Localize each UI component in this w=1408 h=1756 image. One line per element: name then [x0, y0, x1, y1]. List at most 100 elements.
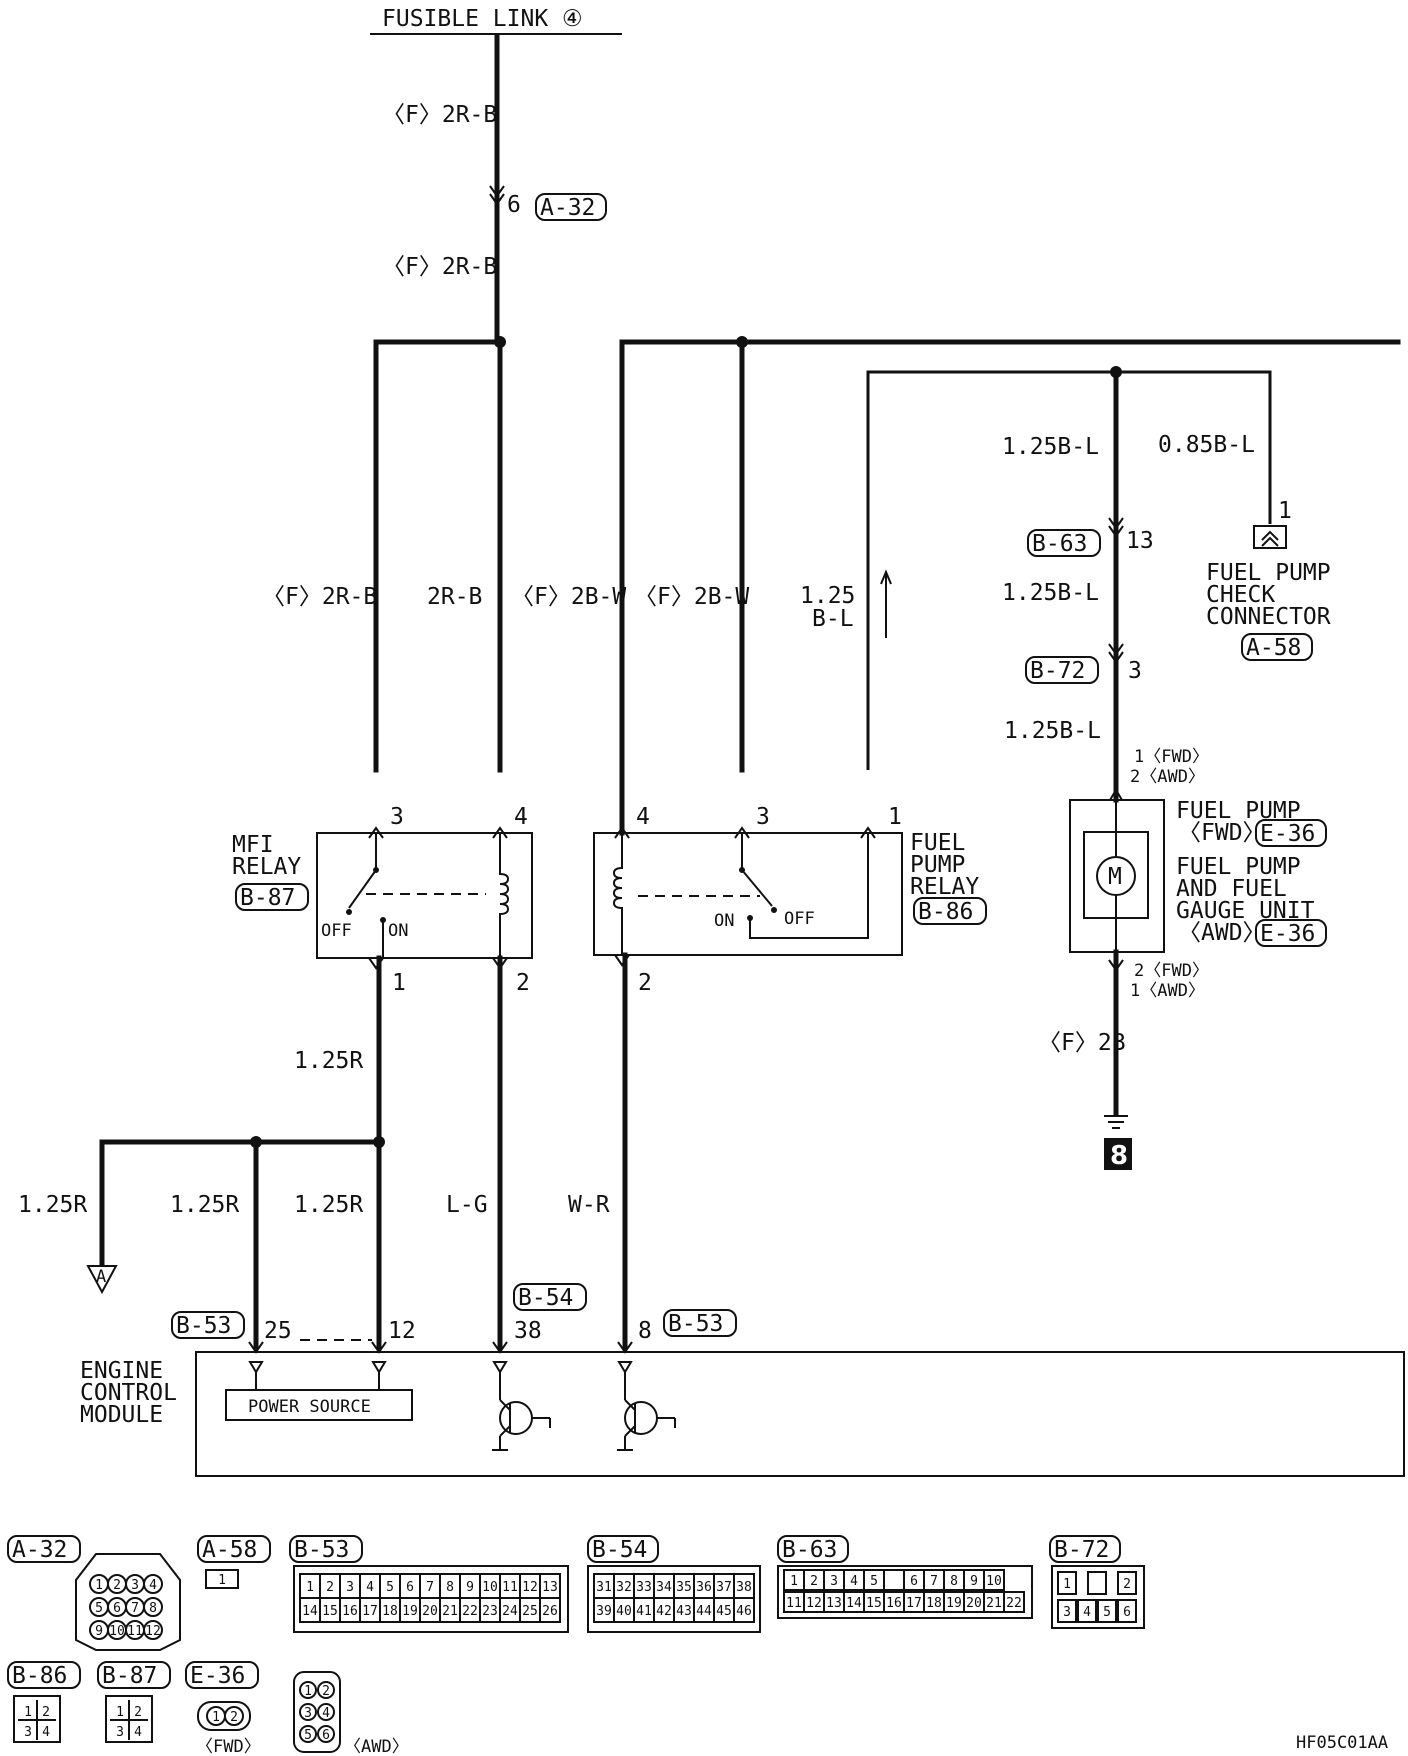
- pin-arrow: [1108, 525, 1124, 538]
- connector-b53b-box: [663, 1309, 737, 1337]
- bottom-b53-label: B-53: [294, 1537, 349, 1563]
- offpage-connector-a: [86, 1265, 118, 1295]
- bottom-b72-label: B-72: [1054, 1537, 1109, 1563]
- svg-text:33: 33: [636, 1580, 652, 1595]
- connector-b53a-box: [171, 1311, 245, 1339]
- svg-text:14: 14: [846, 1596, 862, 1611]
- connector-e36a-box: [1255, 819, 1327, 847]
- e36-awd-face: [293, 1671, 341, 1753]
- svg-text:1: 1: [116, 1705, 124, 1720]
- svg-text:3: 3: [24, 1725, 32, 1740]
- connector-b72: B-72: [1030, 658, 1085, 684]
- svg-text:20: 20: [966, 1596, 982, 1611]
- pin-pump-out-fwd: 2〈FWD〉: [1134, 961, 1209, 981]
- fpr-label-3: RELAY: [910, 874, 979, 900]
- pin-arrow: [1109, 788, 1123, 801]
- bottom-b63-label: B-63: [782, 1537, 837, 1563]
- fpr-on-lead: [749, 833, 869, 939]
- svg-text:26: 26: [542, 1604, 558, 1619]
- svg-text:38: 38: [736, 1580, 752, 1595]
- svg-text:6: 6: [1123, 1605, 1131, 1620]
- svg-text:20: 20: [422, 1604, 438, 1619]
- connector-e36b: E-36: [1260, 921, 1315, 947]
- svg-text:10: 10: [482, 1580, 498, 1595]
- connector-b53a: B-53: [176, 1313, 231, 1339]
- svg-text:7: 7: [426, 1580, 434, 1595]
- mfi-on-label: ON: [388, 921, 408, 941]
- svg-text:31: 31: [596, 1580, 612, 1595]
- ecm-terminal: [248, 1361, 264, 1374]
- connector-b87-box: [235, 883, 309, 911]
- wire-label-pump-top: 1.25B-L: [1004, 718, 1101, 744]
- junction-dot: [494, 336, 506, 348]
- svg-text:23: 23: [482, 1604, 498, 1619]
- fpr-switch-arm: [741, 869, 773, 907]
- svg-text:3: 3: [830, 1574, 838, 1589]
- svg-text:11: 11: [502, 1580, 518, 1595]
- svg-text:18: 18: [926, 1596, 942, 1611]
- bottom-b87-label: B-87: [102, 1663, 157, 1689]
- relay-switch-arm: [348, 869, 377, 909]
- connector-e36a: E-36: [1260, 821, 1315, 847]
- svg-text:3: 3: [346, 1580, 354, 1595]
- svg-text:13: 13: [826, 1596, 842, 1611]
- svg-text:1: 1: [306, 1580, 314, 1595]
- svg-text:2: 2: [134, 1705, 142, 1720]
- svg-text:12: 12: [806, 1596, 822, 1611]
- pin-mfi2: 2: [516, 970, 530, 996]
- transistor-8: [617, 1372, 676, 1451]
- connector-b72-box: [1025, 656, 1099, 684]
- svg-text:15: 15: [866, 1596, 882, 1611]
- svg-text:3: 3: [116, 1725, 124, 1740]
- wire-label-wr: W-R: [568, 1192, 610, 1218]
- svg-text:1: 1: [1063, 1577, 1071, 1592]
- pump-awd-label-2: AND FUEL: [1176, 876, 1287, 902]
- connector-b86: B-86: [918, 899, 973, 925]
- wire-label-lg: L-G: [446, 1192, 488, 1218]
- pin-b72: 3: [1128, 658, 1142, 684]
- svg-text:8: 8: [446, 1580, 454, 1595]
- svg-text:11: 11: [127, 1624, 143, 1639]
- wire-label-fpr1a: 1.25: [800, 583, 855, 609]
- pin-ecm8: 8: [638, 1318, 652, 1344]
- wire-label-check: 0.85B-L: [1158, 432, 1255, 458]
- diagram-code: HF05C01AA: [1296, 1733, 1388, 1753]
- signal-arrow-head: [880, 569, 892, 585]
- svg-text:4: 4: [850, 1574, 858, 1589]
- pin-b63: 13: [1126, 528, 1154, 554]
- svg-text:8: 8: [149, 1601, 157, 1616]
- svg-text:17: 17: [906, 1596, 922, 1611]
- pin-arrow: [489, 185, 505, 198]
- svg-text:3: 3: [1063, 1605, 1071, 1620]
- connector-a58: A-58: [1246, 635, 1301, 661]
- svg-text:43: 43: [676, 1604, 692, 1619]
- b72-pins: 1 2 3 4 5 6: [1057, 1571, 1137, 1623]
- pin-ecm25: 25: [264, 1318, 292, 1344]
- wire-label-b72-top: 1.25B-L: [1002, 580, 1099, 606]
- transistor-38: [492, 1372, 551, 1451]
- connector-a32-box: [535, 193, 607, 221]
- bottom-a32-box: [7, 1535, 81, 1563]
- ecm-terminal: [492, 1361, 508, 1374]
- ecm-label-2: CONTROL: [80, 1380, 177, 1406]
- pin-arrow: [734, 826, 750, 839]
- pump-fwd-label-2: 〈FWD〉: [1178, 820, 1266, 846]
- svg-text:2: 2: [810, 1574, 818, 1589]
- pin-check: 1: [1278, 498, 1292, 524]
- svg-text:16: 16: [886, 1596, 902, 1611]
- pump-awd-label-4: 〈AWD〉: [1178, 920, 1266, 946]
- mfi-relay-label-2: RELAY: [232, 854, 301, 880]
- svg-text:5: 5: [870, 1574, 878, 1589]
- relay-contact-off: [346, 909, 352, 915]
- svg-text:2: 2: [322, 1684, 330, 1699]
- connector-b63-box: [1027, 529, 1101, 557]
- pin-fpr3: 3: [756, 804, 770, 830]
- pin-pump-out-awd: 1〈AWD〉: [1130, 981, 1205, 1001]
- bottom-b87-box: [97, 1661, 171, 1689]
- svg-text:35: 35: [676, 1580, 692, 1595]
- svg-text:10: 10: [109, 1624, 125, 1639]
- wire-fpr-pin1: [866, 370, 1118, 770]
- svg-text:5: 5: [1103, 1605, 1111, 1620]
